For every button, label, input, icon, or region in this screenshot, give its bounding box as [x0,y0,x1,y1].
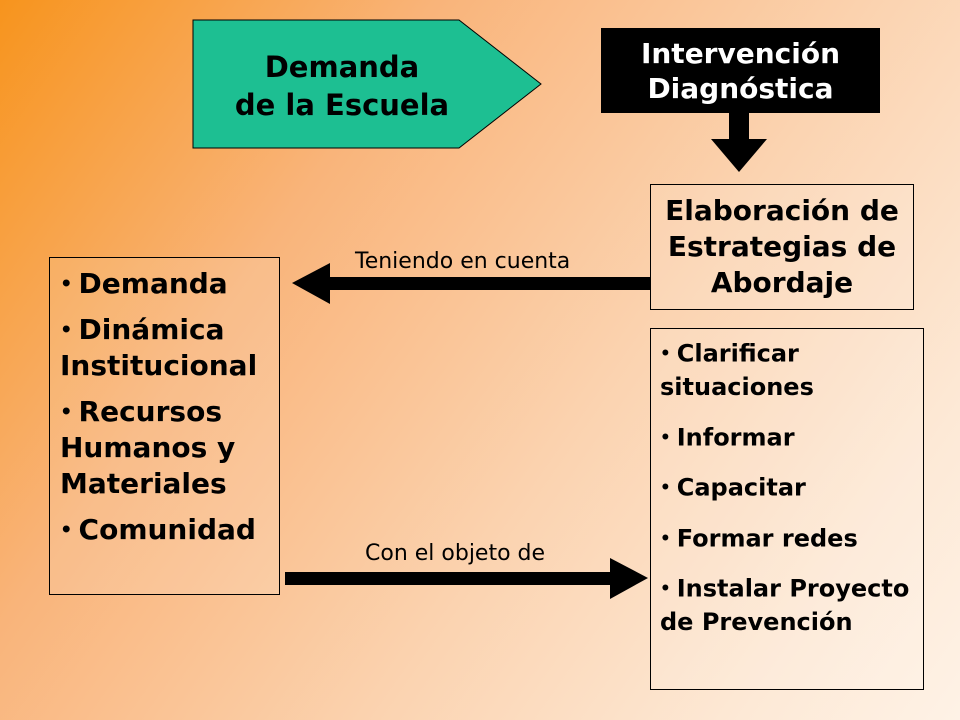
list-item: •Recursos Humanos y Materiales [60,394,273,502]
intervencion-diagnostica-box: Intervención Diagnóstica [601,28,880,113]
factores-list-box: •Demanda •Dinámica Institucional •Recurs… [49,257,280,595]
intervencion-line-2: Diagnóstica [647,71,834,105]
bullet: • [60,272,73,296]
bullet: • [660,426,671,447]
list-item-text: Dinámica Institucional [60,313,258,383]
arrow-teniendo-en-cuenta [292,263,650,304]
list-item-text: Clarificar situaciones [660,339,814,401]
list-item: •Instalar Proyecto de Prevención [660,572,917,639]
list-item-text: Capacitar [676,473,806,502]
teniendo-en-cuenta-label: Teniendo en cuenta [355,249,571,274]
list-item: •Dinámica Institucional [60,312,273,384]
demanda-escuela-shape [192,19,542,149]
list-item: •Capacitar [660,471,917,505]
bullet: • [660,578,671,599]
elaboracion-line-1: Elaboración de [665,194,899,227]
list-item-text: Recursos Humanos y Materiales [60,395,236,501]
list-item: •Clarificar situaciones [660,337,917,404]
list-item-text: Informar [676,423,795,452]
bullet: • [660,527,671,548]
list-item: •Informar [660,421,917,455]
list-item: •Formar redes [660,522,917,556]
list-item-text: Instalar Proyecto de Prevención [660,574,910,636]
elaboracion-estrategias-box: Elaboración de Estrategias de Abordaje [650,184,914,310]
objetivos-list-box: •Clarificar situaciones •Informar •Capac… [650,328,924,690]
list-item-text: Formar redes [676,524,858,553]
demanda-escuela-line-2: de la Escuela [234,88,450,122]
arrow-con-el-objeto-de [285,558,648,599]
bullet: • [60,518,73,542]
list-item: •Demanda [60,266,273,302]
bullet: • [60,318,73,342]
bullet: • [60,400,73,424]
demanda-escuela-line-1: Demanda [264,50,420,84]
bullet: • [660,343,671,363]
con-el-objeto-de-label: Con el objeto de [365,541,546,566]
list-item: •Comunidad [60,512,273,548]
bullet: • [660,477,671,498]
intervencion-line-1: Intervención [640,36,841,70]
down-arrow [711,113,767,172]
demanda-escuela-label: Demanda de la Escuela [226,48,458,124]
elaboracion-line-2: Estrategias de [667,230,897,263]
list-item-text: Demanda [78,267,228,300]
list-item-text: Comunidad [78,513,256,547]
elaboracion-line-3: Abordaje [710,266,854,299]
